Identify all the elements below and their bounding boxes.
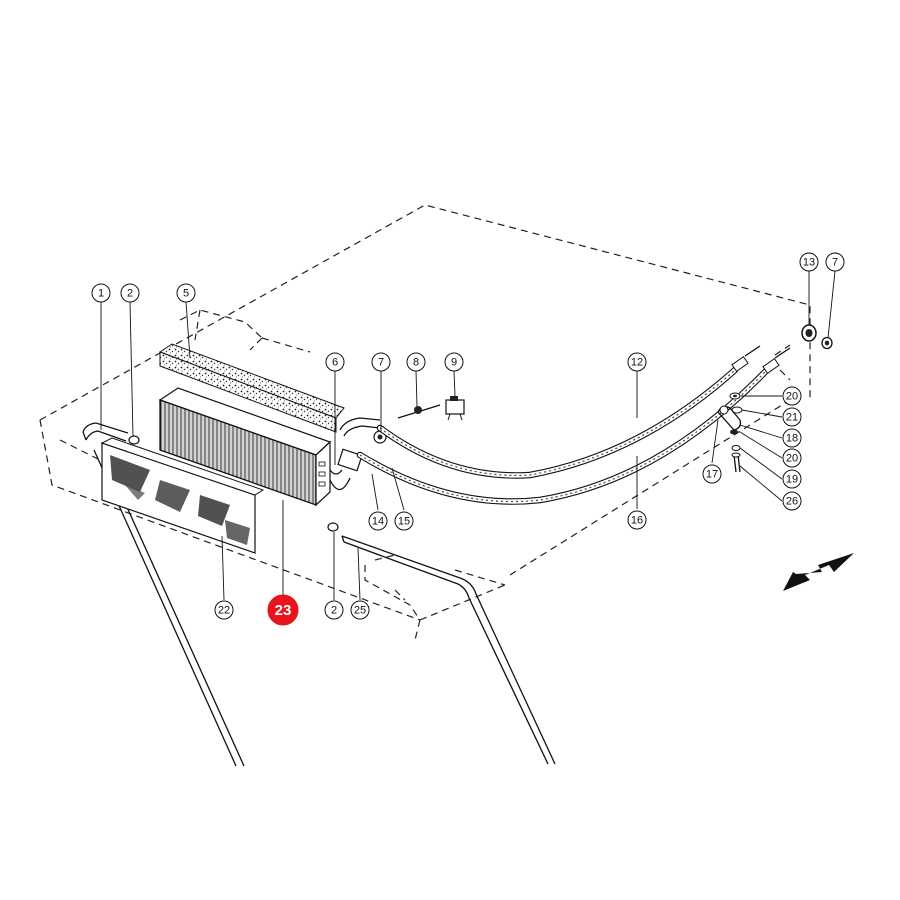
callout-13: 13 bbox=[799, 252, 819, 272]
callout-number: 22 bbox=[218, 605, 230, 617]
callout-number: 7 bbox=[832, 257, 838, 269]
callout-circle bbox=[627, 352, 647, 372]
callout-circle bbox=[176, 283, 196, 303]
callout-circle bbox=[91, 283, 111, 303]
callout-number: 2 bbox=[331, 605, 337, 617]
evaporator-core bbox=[158, 387, 332, 507]
callout-12: 12 bbox=[627, 352, 647, 372]
callout-number: 15 bbox=[398, 516, 410, 528]
small-hardware bbox=[717, 392, 743, 473]
callout-number: 6 bbox=[332, 357, 338, 369]
callout-8: 8 bbox=[406, 352, 426, 372]
callout-number: 7 bbox=[378, 357, 384, 369]
thermostat-switch bbox=[445, 396, 465, 421]
callout-circle bbox=[782, 491, 802, 511]
callout-number: 26 bbox=[786, 496, 798, 508]
callout-circle bbox=[782, 407, 802, 427]
callout-19: 19 bbox=[782, 469, 802, 489]
callout-2: 2 bbox=[120, 283, 140, 303]
callout-circle bbox=[825, 252, 845, 272]
callout-16: 16 bbox=[627, 510, 647, 530]
callout-9: 9 bbox=[444, 352, 464, 372]
callout-number: 25 bbox=[354, 605, 366, 617]
callout-circle bbox=[782, 386, 802, 406]
callout-number: 13 bbox=[803, 257, 815, 269]
callout-circle bbox=[782, 428, 802, 448]
callout-number: 14 bbox=[372, 516, 384, 528]
callout-circle bbox=[350, 600, 370, 620]
callout-number: 9 bbox=[451, 357, 457, 369]
callout-1: 1 bbox=[91, 283, 111, 303]
callout-number: 1 bbox=[98, 288, 104, 300]
callout-number: 2 bbox=[127, 288, 133, 300]
callout-circle bbox=[627, 510, 647, 530]
callout-25: 25 bbox=[350, 600, 370, 620]
callout-23: 23 bbox=[267, 594, 299, 626]
refrigerant-hoses bbox=[356, 345, 791, 505]
callout-26: 26 bbox=[782, 491, 802, 511]
callout-number: 17 bbox=[706, 469, 718, 481]
callout-number: 16 bbox=[631, 515, 643, 527]
callout-number: 20 bbox=[786, 391, 798, 403]
callout-2: 2 bbox=[324, 600, 344, 620]
callout-circle bbox=[120, 283, 140, 303]
callout-number: 23 bbox=[275, 602, 292, 619]
callout-7: 7 bbox=[371, 352, 391, 372]
bulkhead-fittings bbox=[801, 324, 833, 350]
callout-circle bbox=[702, 464, 722, 484]
callout-circle bbox=[371, 352, 391, 372]
expansion-valve bbox=[329, 404, 441, 491]
callout-17: 17 bbox=[702, 464, 722, 484]
callout-number: 20 bbox=[786, 453, 798, 465]
callout-18: 18 bbox=[782, 428, 802, 448]
callout-number: 5 bbox=[183, 288, 189, 300]
callout-22: 22 bbox=[214, 600, 234, 620]
callout-circle bbox=[406, 352, 426, 372]
callout-circle bbox=[368, 511, 388, 531]
callout-circle bbox=[782, 448, 802, 468]
callout-number: 19 bbox=[786, 474, 798, 486]
direction-arrow-icon bbox=[783, 553, 854, 591]
callout-circle bbox=[214, 600, 234, 620]
callout-number: 21 bbox=[786, 412, 798, 424]
callout-number: 8 bbox=[413, 357, 419, 369]
callout-number: 18 bbox=[786, 433, 798, 445]
clips bbox=[128, 435, 339, 532]
callout-circle bbox=[394, 511, 414, 531]
callout-21: 21 bbox=[782, 407, 802, 427]
callout-number: 12 bbox=[631, 357, 643, 369]
callout-5: 5 bbox=[176, 283, 196, 303]
callout-circle bbox=[444, 352, 464, 372]
callout-15: 15 bbox=[394, 511, 414, 531]
foam-seal bbox=[158, 343, 345, 433]
cab-roof-outline bbox=[39, 204, 811, 641]
callout-circle bbox=[324, 600, 344, 620]
filter-panel bbox=[100, 437, 265, 554]
callout-20: 20 bbox=[782, 386, 802, 406]
callout-circle bbox=[782, 469, 802, 489]
callout-14: 14 bbox=[368, 511, 388, 531]
callout-circle bbox=[799, 252, 819, 272]
callout-6: 6 bbox=[325, 352, 345, 372]
callout-20: 20 bbox=[782, 448, 802, 468]
leader-lines bbox=[100, 270, 836, 601]
callout-circle bbox=[267, 594, 299, 626]
callout-7: 7 bbox=[825, 252, 845, 272]
callout-circle bbox=[325, 352, 345, 372]
